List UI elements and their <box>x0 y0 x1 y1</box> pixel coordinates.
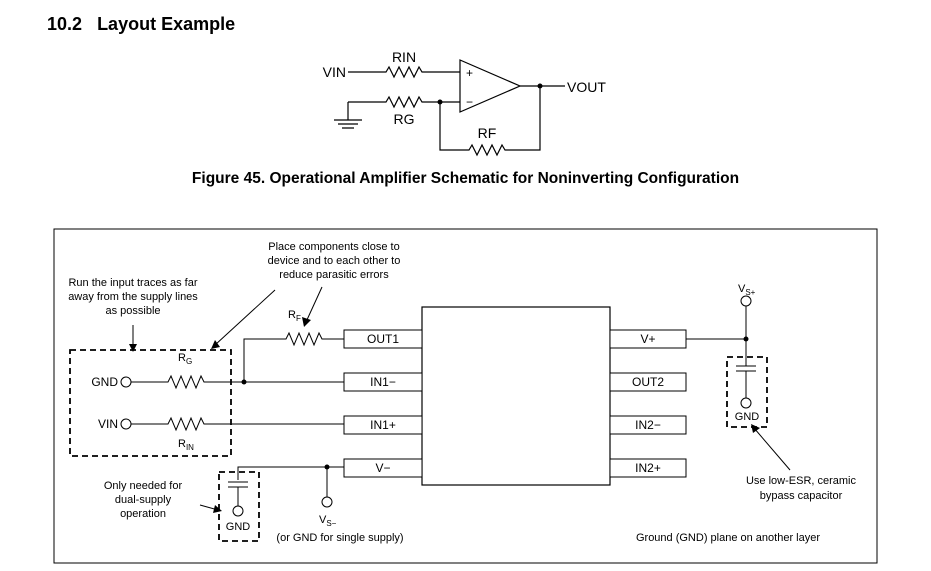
junction-vplus <box>743 336 749 342</box>
pin-label-in2-plus: IN2+ <box>635 461 661 475</box>
callout-placement-line-3: reduce parasitic errors <box>279 269 389 281</box>
pin-label-v-plus: V+ <box>640 332 655 346</box>
pin-label-in2-minus: IN2− <box>635 418 661 432</box>
rin-resistor <box>348 65 460 79</box>
callout-bypass-line-2: bypass capacitor <box>760 490 843 502</box>
gnd-label-left: GND <box>226 521 251 533</box>
pin-in2-plus <box>609 458 687 478</box>
vin-input-label: VIN <box>98 417 118 431</box>
rf-label: RF <box>478 125 497 141</box>
layout-border <box>53 228 878 564</box>
cap-left <box>228 481 248 506</box>
arrow-bypass-line <box>753 427 791 471</box>
callout-bypass-line-1: Use low-ESR, ceramic <box>746 475 857 487</box>
rf-trace <box>243 331 344 382</box>
pin-label-in1-minus: IN1− <box>370 375 396 389</box>
rg-resistor <box>348 95 460 109</box>
arrow-dual-head <box>213 505 222 513</box>
callout-traces-line-3: as possible <box>105 305 160 317</box>
pin-in1-plus <box>343 415 423 435</box>
vs-minus-label: VS− <box>319 514 337 528</box>
minus-input-sign: − <box>466 95 473 109</box>
arrow-bypass-head <box>751 424 760 433</box>
vs-plus-label: VS+ <box>738 283 756 297</box>
arrow-placement-line-2 <box>214 289 276 346</box>
vin-label: VIN <box>323 64 346 80</box>
pin-label-v-minus: V− <box>375 461 390 475</box>
rf-layout-label: RF <box>288 309 301 323</box>
callout-placement-line-1: Place components close to <box>268 241 399 253</box>
arrow-traces-head <box>129 344 137 352</box>
vin-terminal <box>120 418 132 430</box>
arrow-placement-head-1 <box>302 317 311 327</box>
ground-plane-note: Ground (GND) plane on another layer <box>636 532 820 544</box>
junction-vminus <box>324 464 330 470</box>
junction-rg <box>241 379 247 385</box>
figure-caption: Figure 45. Operational Amplifier Schemat… <box>191 170 740 187</box>
pin-label-out2: OUT2 <box>632 375 664 389</box>
callout-traces-line-2: away from the supply lines <box>68 291 198 303</box>
dashed-dual-cap-region <box>218 471 260 542</box>
single-supply-note: (or GND for single supply) <box>276 532 403 544</box>
output-junction <box>537 83 543 89</box>
cap-right <box>736 365 756 398</box>
pin-label-in1-plus: IN1+ <box>370 418 396 432</box>
gnd-input-label: GND <box>91 375 118 389</box>
vs-plus-terminal <box>740 295 752 307</box>
pin-out2 <box>609 372 687 392</box>
rin-trace <box>131 416 344 432</box>
ic-package <box>421 306 611 486</box>
plus-input-sign: + <box>466 66 473 80</box>
vs-minus-terminal <box>321 496 333 508</box>
rin-label: RIN <box>392 49 416 65</box>
gnd-right-terminal <box>740 397 752 409</box>
vplus-trace <box>686 305 747 340</box>
section-heading: 10.2 Layout Example <box>47 14 235 35</box>
pin-label-out1: OUT1 <box>367 332 399 346</box>
callout-dual-line-1: Only needed for <box>104 480 183 492</box>
section-number: 10.2 <box>47 14 83 34</box>
callout-dual-line-3: operation <box>120 508 166 520</box>
gnd-terminal <box>120 376 132 388</box>
rf-resistor <box>439 86 541 157</box>
callout-placement-line-2: device and to each other to <box>268 255 401 267</box>
rg-layout-label: RG <box>178 352 192 366</box>
callout-dual-line-2: dual-supply <box>115 494 172 506</box>
section-title: Layout Example <box>97 14 236 34</box>
dashed-bypass-region <box>726 356 768 428</box>
vminus-trace <box>237 466 344 480</box>
opamp-triangle <box>459 59 522 113</box>
feedback-junction <box>437 99 443 105</box>
rin-layout-label: RIN <box>178 438 194 452</box>
dashed-input-region <box>69 349 232 457</box>
ground-symbol <box>334 119 362 129</box>
gnd-label-right: GND <box>735 411 760 423</box>
pin-in2-minus <box>609 415 687 435</box>
vout-label: VOUT <box>567 79 606 95</box>
rg-trace <box>131 374 344 390</box>
gnd-left-terminal <box>232 505 244 517</box>
arrow-placement-line-1 <box>305 286 323 323</box>
arrow-placement-head-2 <box>211 340 220 349</box>
rg-label: RG <box>394 111 415 127</box>
callout-traces-line-1: Run the input traces as far <box>68 277 197 289</box>
pin-v-minus <box>343 458 423 478</box>
